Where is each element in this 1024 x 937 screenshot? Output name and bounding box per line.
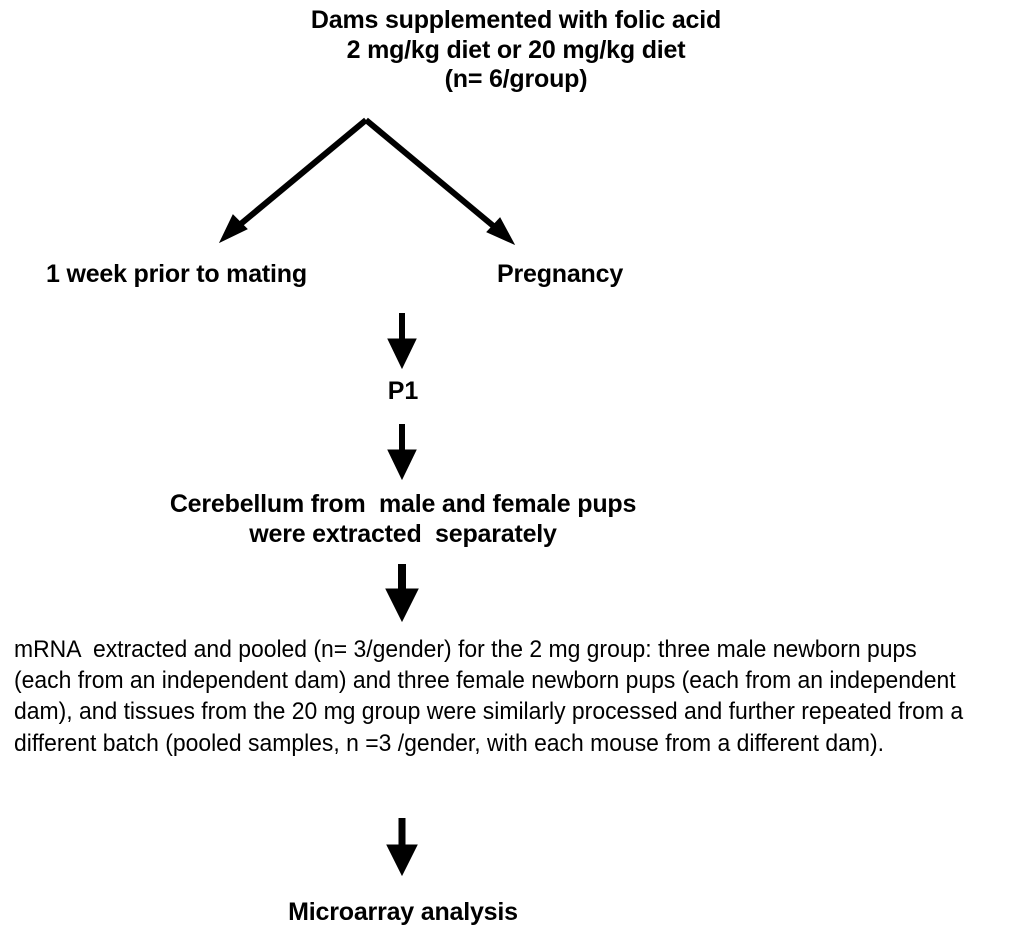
- node-branch-left-mating: 1 week prior to mating: [46, 260, 307, 288]
- split-arrow-left-line: [229, 117, 368, 235]
- node-microarray-analysis: Microarray analysis: [288, 898, 518, 926]
- node-branch-right-pregnancy: Pregnancy: [497, 260, 624, 288]
- node-mrna-pooling-description: mRNA extracted and pooled (n= 3/gender) …: [14, 636, 970, 757]
- node-p1: P1: [387, 377, 419, 405]
- split-arrow-left-head: [218, 214, 248, 244]
- arrow-to-mrna-head: [385, 588, 419, 623]
- node-dams-supplemented: Dams supplemented with folic acid 2 mg/k…: [310, 6, 722, 93]
- split-arrow-right-line: [364, 117, 505, 237]
- arrow-to-microarray-head: [386, 844, 418, 877]
- arrow-to-tissue-head: [387, 449, 417, 481]
- node-cerebellum-extraction: Cerebellum from male and female pups wer…: [169, 490, 637, 548]
- split-arrow-right-head: [486, 217, 516, 246]
- arrow-to-p1-head: [387, 338, 417, 370]
